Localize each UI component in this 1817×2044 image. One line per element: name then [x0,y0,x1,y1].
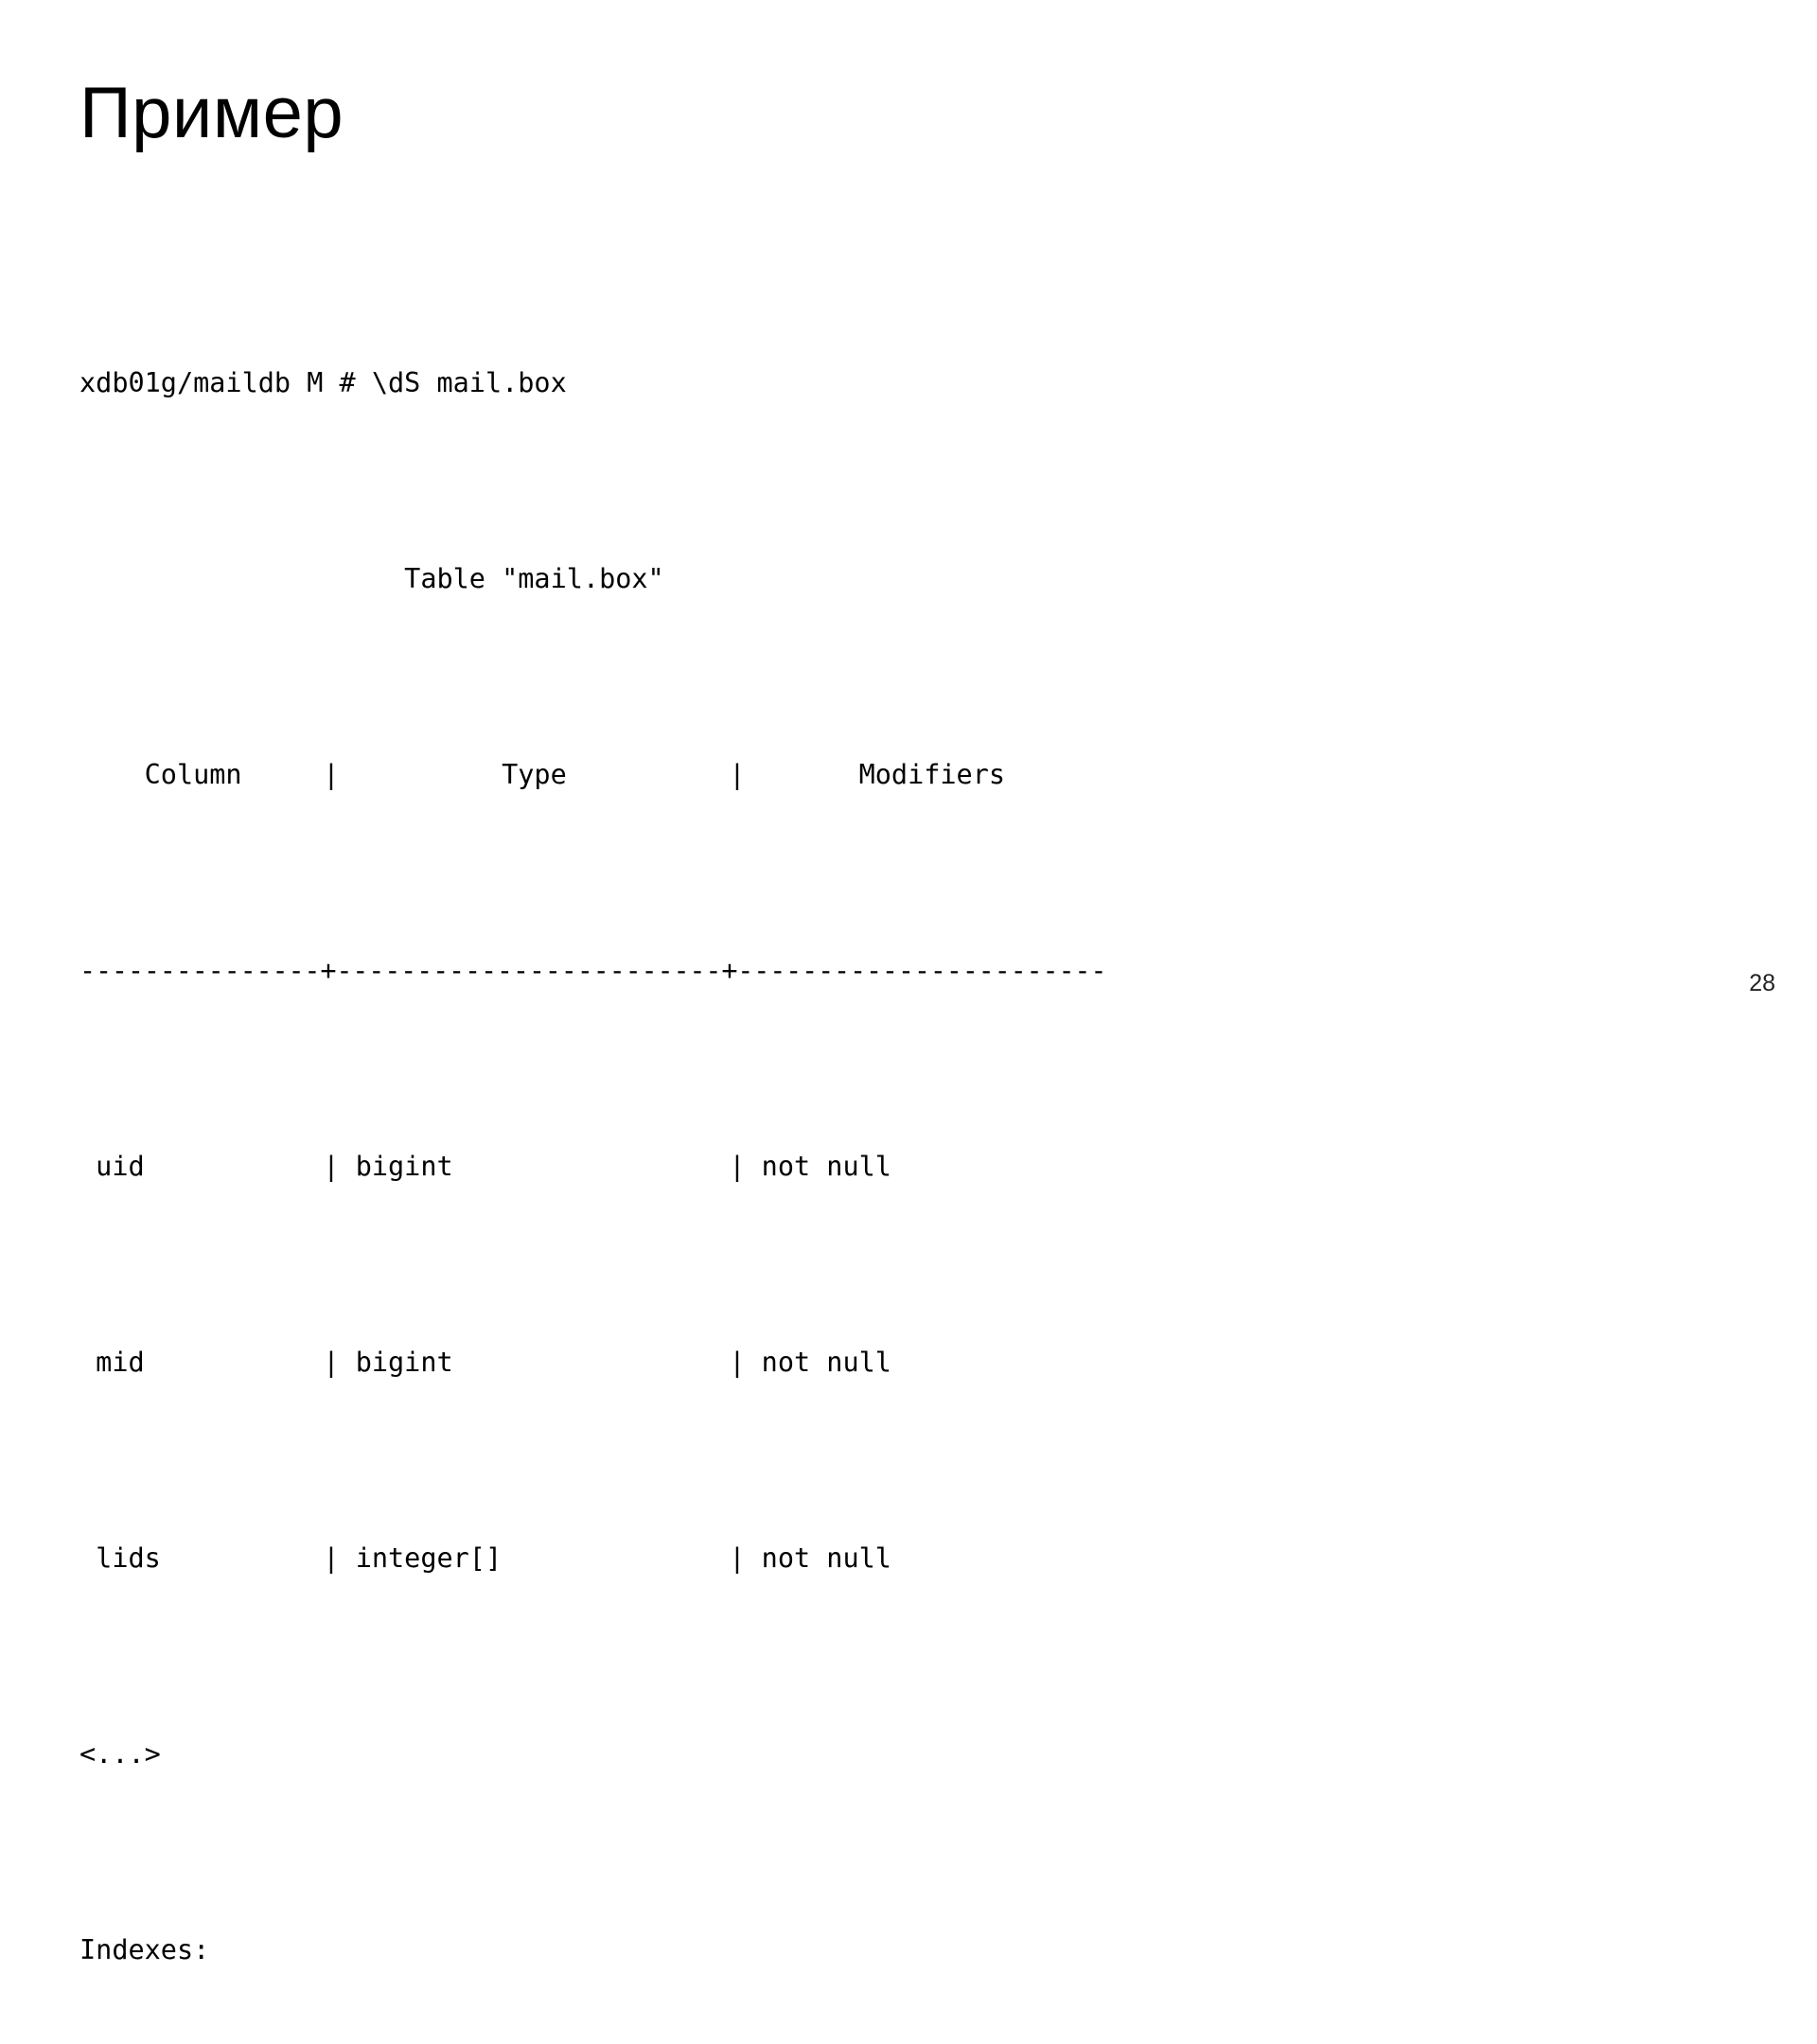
table-header-row: Column | Type | Modifiers [79,759,1006,790]
indexes-label: Indexes: [79,1934,210,1965]
table-caption: Table "mail.box" [79,563,664,594]
truncation-marker: <...> [79,1738,161,1770]
page-title: Пример [79,73,344,153]
table-row: mid | bigint | not null [79,1347,891,1378]
psql-prompt-line: xdb01g/maildb M # \dS mail.box [79,367,567,398]
table-separator-row: ---------------+------------------------… [79,955,1107,986]
terminal-output: xdb01g/maildb M # \dS mail.box Table "ma… [79,220,1216,2044]
table-row: lids | integer[] | not null [79,1542,891,1574]
page-number: 28 [1749,970,1775,996]
table-row: uid | bigint | not null [79,1151,891,1182]
slide: Пример xdb01g/maildb M # \dS mail.box Ta… [79,73,1775,1965]
